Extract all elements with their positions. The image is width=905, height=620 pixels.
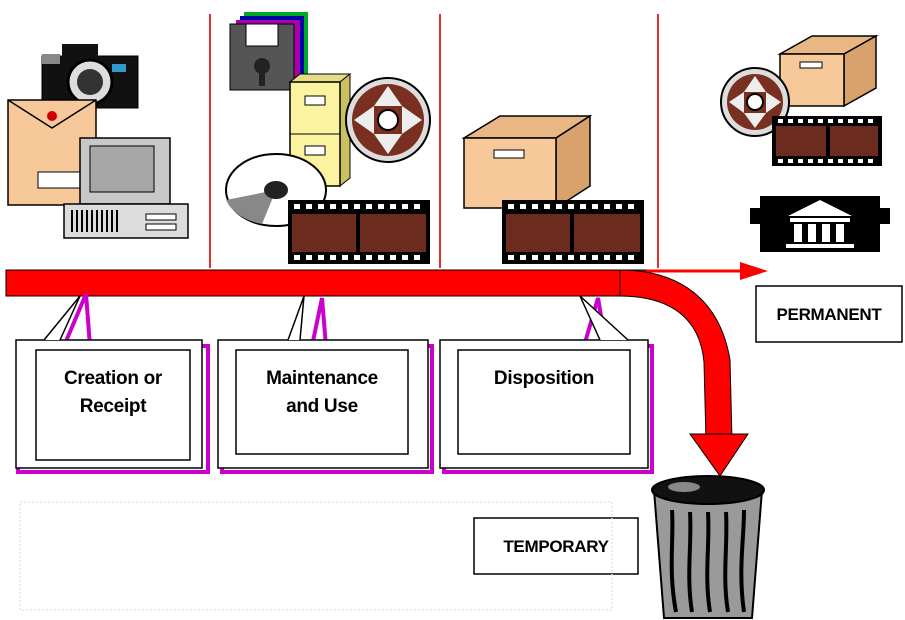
permanent-label-box: PERMANENT [755, 285, 903, 343]
floppy-disk-icon [229, 12, 308, 91]
computer-icon [63, 137, 189, 239]
stage-label-creation-line1: Creation or [64, 368, 163, 389]
film-strip-icon [502, 200, 644, 264]
stage-callout-creation: Creation or Receipt [15, 293, 210, 474]
stage-label-disposition-line1: Disposition [494, 368, 594, 389]
records-box-icon [461, 114, 593, 210]
empty-placeholder-box [19, 501, 613, 611]
film-strip-icon [288, 200, 430, 264]
camera-icon [41, 44, 139, 109]
lifecycle-arrow [5, 262, 768, 477]
permanent-label: PERMANENT [777, 305, 883, 324]
stage-callout-disposition: Disposition [439, 295, 654, 474]
stage-label-maintenance-line1: Maintenance [266, 368, 378, 389]
stage-callout-maintenance: Maintenance and Use [217, 295, 434, 474]
records-box-icon [777, 34, 879, 108]
stage-label-maintenance-line2: and Use [286, 396, 358, 417]
trash-can-icon [651, 475, 765, 619]
stage-label-creation-line2: Receipt [80, 396, 148, 417]
film-reel-icon [345, 77, 431, 163]
archives-building-icon [750, 196, 890, 252]
temporary-label-box: TEMPORARY [473, 517, 639, 575]
film-strip-icon [772, 116, 882, 166]
stage-dividers [209, 14, 659, 268]
temporary-label: TEMPORARY [503, 537, 609, 556]
